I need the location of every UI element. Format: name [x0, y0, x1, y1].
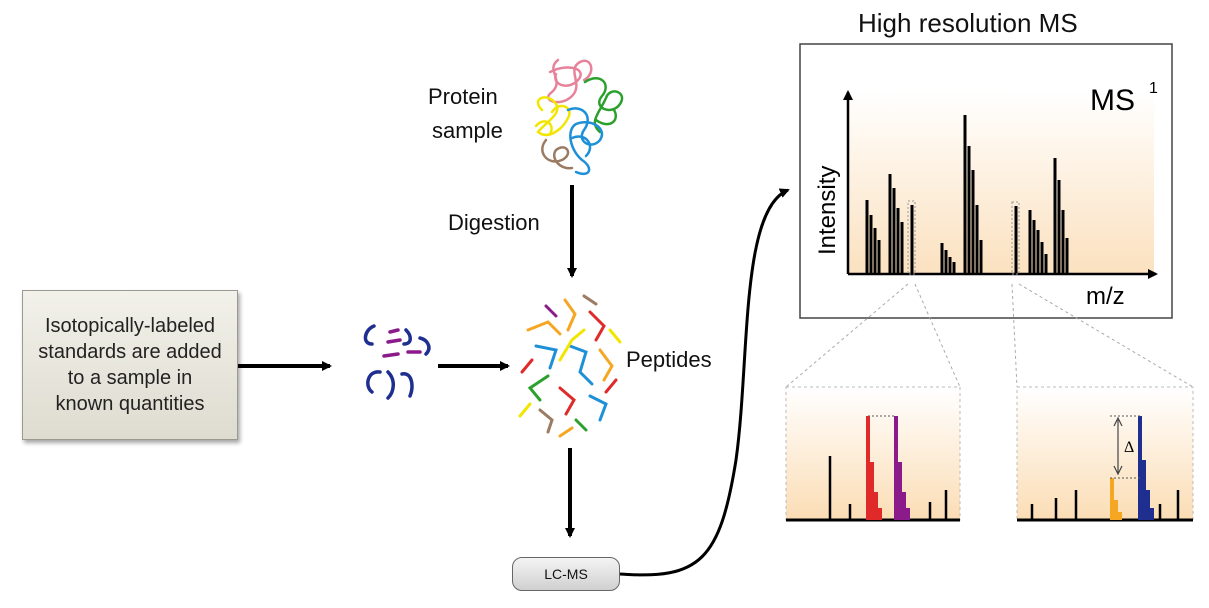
ms1-xlabel: m/z — [1086, 283, 1125, 310]
delta-label: Δ — [1124, 439, 1134, 456]
standard-peptide-peaks — [1110, 478, 1122, 520]
sample-peptide-peaks — [1138, 416, 1154, 520]
lcms-box: LC-MS — [512, 557, 620, 591]
ms-panel-title: High resolution MS — [858, 8, 1078, 38]
ms1-peaks — [865, 115, 1069, 274]
standards-line-3: to a sample in — [67, 367, 193, 389]
standards-line-4: known quantities — [55, 393, 205, 415]
peptides-label: Peptides — [626, 347, 712, 372]
ms1-badge-superscript: 1 — [1149, 80, 1158, 97]
standards-box: Isotopically-labeled standards are added… — [22, 290, 238, 440]
heavy-peptide-peaks — [894, 416, 910, 520]
digestion-label: Digestion — [448, 210, 540, 235]
zoom-panel-left — [785, 386, 961, 522]
protein-sample-icon — [534, 58, 624, 176]
standards-line-1: Isotopically-labeled — [44, 315, 216, 337]
protein-sample-label-line1: Protein — [428, 84, 498, 109]
light-peptide-peaks — [866, 416, 882, 520]
lcms-label: LC-MS — [544, 566, 588, 582]
protein-sample-label-line2: sample — [432, 118, 503, 143]
ms1-badge: MS — [1090, 84, 1135, 117]
zoom-panel-right: Δ — [1016, 386, 1194, 522]
ms1-ylabel: Intensity — [814, 166, 841, 255]
zoom-guides — [785, 283, 1194, 388]
ms1-panel: MS 1 Intensity m/z — [799, 43, 1173, 319]
standards-line-2: standards are added — [38, 341, 222, 363]
peptides-icon — [518, 294, 622, 438]
labeled-peptides-icon — [363, 324, 431, 400]
